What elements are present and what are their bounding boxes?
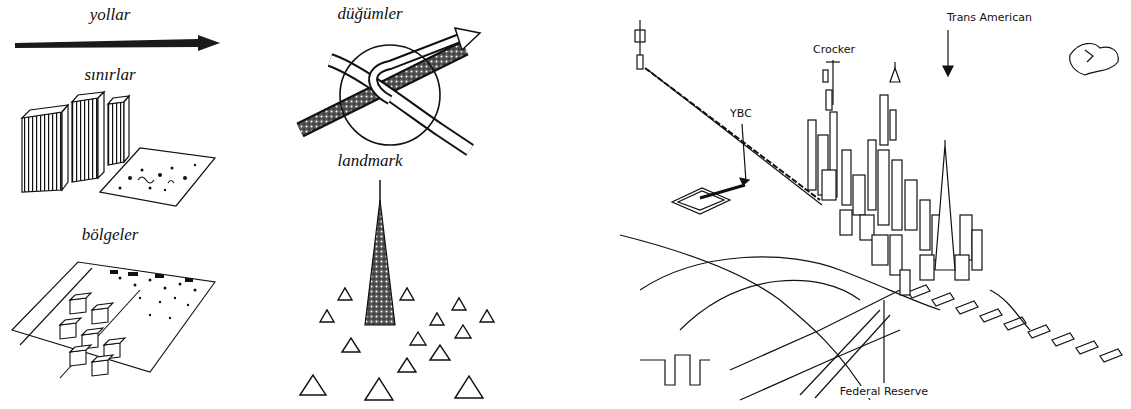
pier-row — [908, 285, 1122, 362]
node-crossing — [300, 28, 480, 150]
landmark-label: Federal Reserve — [839, 386, 929, 398]
path-arrow — [15, 35, 220, 51]
downtown-buildings — [808, 62, 982, 295]
landmark-label: YBC — [729, 108, 753, 120]
city-sketch — [620, 20, 1122, 400]
element-title: yollar — [90, 6, 131, 25]
landmark-label: Trans American — [946, 12, 1033, 24]
element-title: bölgeler — [82, 226, 139, 245]
element-title: düğümler — [337, 5, 402, 24]
element-title: sınırlar — [84, 66, 135, 85]
edge-buildings — [22, 92, 215, 206]
landmark-tower — [300, 180, 494, 400]
landmark-label: Crocker — [812, 44, 856, 56]
element-title: landmark — [337, 152, 402, 171]
district-block — [12, 262, 215, 378]
